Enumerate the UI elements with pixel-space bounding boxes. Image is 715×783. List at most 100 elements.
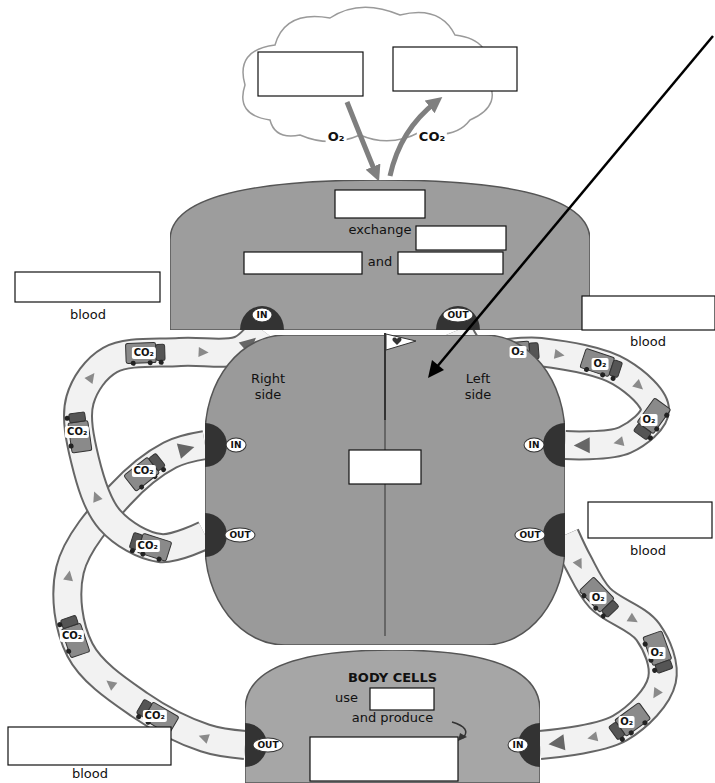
- pointer-arrow: [436, 36, 713, 368]
- truck-wheel: [592, 604, 599, 611]
- truck-wheel: [66, 648, 72, 654]
- truck-wheel: [619, 736, 626, 743]
- answer-box: [8, 727, 171, 765]
- truck-wheel: [600, 612, 607, 619]
- heart-symbol: [392, 338, 401, 345]
- direction-arrow: [573, 558, 586, 571]
- answer-box: [588, 502, 712, 538]
- oxygen-in-arrow: [347, 102, 376, 174]
- pointer-arrow-head: [428, 360, 444, 378]
- arrow-head: [548, 734, 566, 752]
- direction-arrow: [103, 677, 117, 691]
- truck-cab: [69, 412, 86, 423]
- answer-boxes: [8, 47, 715, 781]
- delivery-truck: [64, 412, 92, 454]
- truck-wheel: [68, 443, 74, 449]
- door-sign: IN: [252, 308, 273, 323]
- truck-wheel: [140, 551, 146, 557]
- body-cells-shape: [245, 650, 540, 783]
- direction-arrow: [197, 731, 210, 744]
- doorway: [543, 423, 565, 467]
- door-sign: OUT: [224, 528, 255, 543]
- doorway: [543, 513, 565, 557]
- cargo-label: O₂: [641, 414, 658, 426]
- direction-arrow: [612, 436, 624, 448]
- cargo-label: CO₂: [60, 630, 84, 642]
- gas-label: CO₂: [417, 129, 447, 144]
- produce-arrow-head: [458, 733, 467, 741]
- delivery-truck: [607, 703, 652, 744]
- truck-wheel: [641, 719, 648, 726]
- arrow-head: [177, 439, 197, 459]
- truck-wheel: [138, 484, 145, 491]
- delivery-truck: [56, 615, 90, 659]
- doorway: [436, 306, 480, 330]
- truck-wheel: [64, 415, 70, 421]
- blood-label: blood: [72, 766, 108, 781]
- answer-box: [398, 252, 503, 274]
- delivery-truck: [640, 631, 674, 675]
- truck-wheel: [610, 375, 616, 381]
- truck-wheel: [580, 592, 587, 599]
- truck-cab: [156, 344, 166, 360]
- door-sign: IN: [524, 438, 545, 453]
- cargo-label: CO₂: [132, 347, 156, 359]
- direction-arrow: [198, 347, 208, 357]
- delivery-truck: [577, 577, 620, 621]
- heart-side-label: Left side: [453, 371, 503, 403]
- heart-side-label: Right side: [243, 371, 293, 403]
- cargo-label: CO₂: [131, 465, 155, 477]
- direction-arrow: [90, 490, 103, 503]
- truck-cab: [609, 360, 623, 378]
- direction-arrow: [649, 687, 663, 701]
- truck-wheel: [583, 366, 589, 372]
- truck-wheel: [135, 713, 142, 720]
- truck-wheel: [628, 729, 635, 736]
- truck-wheel: [663, 412, 670, 419]
- process-word: use: [335, 690, 358, 706]
- answer-box: [416, 226, 506, 250]
- cargo-label: O₂: [592, 358, 609, 370]
- answer-box: [582, 296, 715, 330]
- door-sign: OUT: [252, 738, 283, 753]
- truck-cab: [60, 615, 78, 629]
- truck-wheel: [131, 361, 136, 366]
- truck-wheel: [159, 360, 164, 365]
- joining-word: and: [368, 254, 392, 270]
- answer-box: [244, 252, 362, 274]
- direction-arrow: [632, 379, 646, 393]
- direction-arrow: [554, 349, 565, 360]
- doorway: [205, 423, 227, 467]
- delivery-truck: [126, 342, 166, 366]
- truck-wheel: [156, 556, 162, 562]
- direction-arrow: [63, 570, 75, 582]
- delivery-truck: [579, 348, 623, 382]
- blood-label: blood: [630, 334, 666, 349]
- process-word: exchange: [348, 222, 411, 238]
- door-sign: IN: [226, 438, 247, 453]
- lungs-shape: [170, 180, 590, 330]
- answer-box: [258, 52, 363, 96]
- doorways: [205, 306, 565, 767]
- gas-label: O₂: [326, 129, 347, 144]
- region-title: BODY CELLS: [348, 670, 437, 686]
- cargo-label: CO₂: [143, 710, 167, 722]
- delivery-truck: [128, 530, 172, 563]
- cargo-label: O₂: [590, 592, 607, 604]
- door-sign: OUT: [514, 528, 545, 543]
- truck-wheel: [600, 372, 606, 378]
- answer-box: [370, 688, 434, 710]
- blood-label: blood: [630, 543, 666, 558]
- doorway: [240, 306, 284, 330]
- truck-wheel: [642, 641, 648, 647]
- answer-box: [15, 272, 160, 302]
- arrow-head: [574, 437, 590, 453]
- answer-box: [349, 450, 421, 484]
- answer-box: [393, 47, 517, 91]
- truck-wheel: [160, 466, 167, 473]
- truck-cab: [655, 660, 673, 674]
- cargo-label: CO₂: [65, 426, 89, 438]
- delivery-truck: [124, 451, 169, 493]
